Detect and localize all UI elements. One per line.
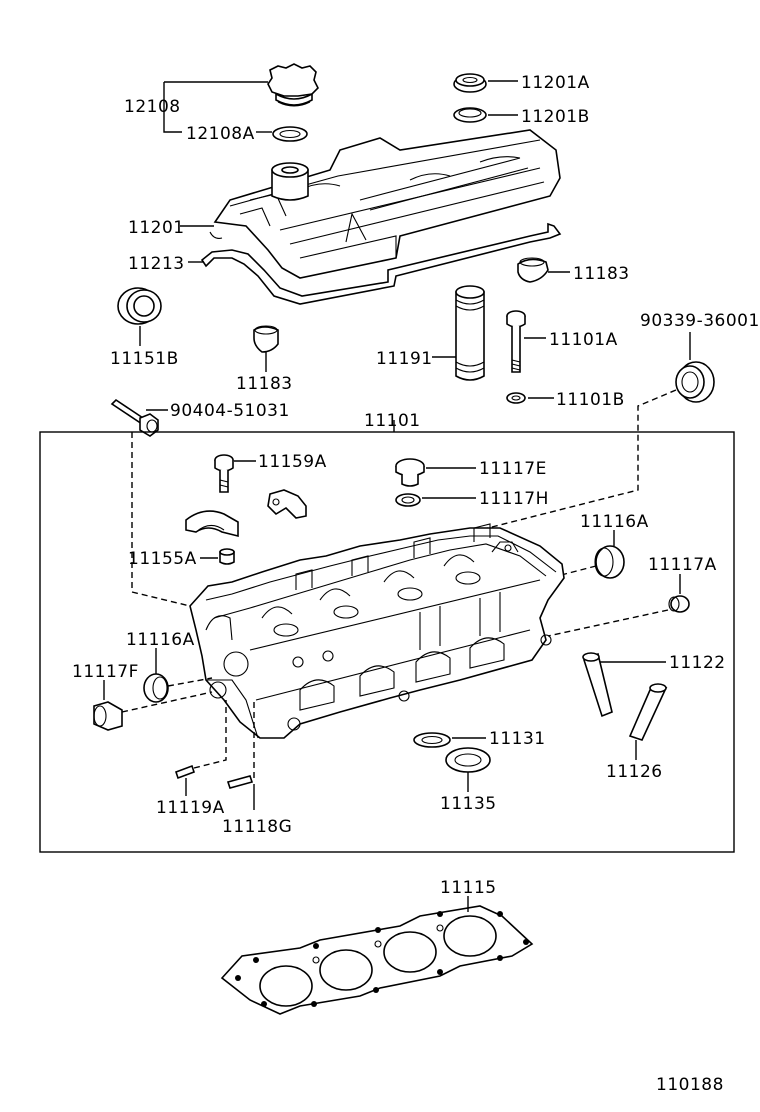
label-11126: 11126: [606, 762, 663, 782]
valve-guide-11122: [582, 652, 613, 718]
plug-11117E: [395, 458, 425, 487]
camshaft-bearing-cap-small: [267, 489, 307, 519]
seal-11131: [413, 732, 451, 748]
stud-bolt: [506, 310, 526, 373]
valve-guide-11126: [628, 683, 668, 741]
cylinder-head-gasket: [220, 905, 534, 1015]
label-11101A: 11101A: [549, 330, 618, 350]
plug-11117F: [93, 701, 123, 731]
label-11117A: 11117A: [648, 555, 717, 575]
label-90339-36001: 90339-36001: [640, 311, 760, 331]
grommet-11201B: [453, 107, 487, 123]
dash-11117F: [121, 691, 213, 713]
label-11116A-left: 11116A: [126, 630, 195, 650]
half-moon-seal-left: [253, 325, 279, 353]
valve-cover: [209, 129, 561, 279]
oil-filler-cap-gasket: [272, 126, 308, 142]
sensor-90404-51031: [110, 398, 159, 437]
bolt-11159A: [214, 454, 234, 493]
dash-11119A: [193, 700, 227, 769]
label-11115: 11115: [440, 878, 497, 898]
label-11122: 11122: [669, 653, 726, 673]
cylinder-head-assembly-frame: [39, 431, 735, 853]
half-moon-seal-right: [517, 257, 549, 283]
grommet-11201A: [453, 73, 487, 93]
leader-12108: [163, 81, 272, 133]
label-11151B: 11151B: [110, 349, 179, 369]
plug-11116A-right: [594, 545, 625, 579]
pin-11119A: [174, 764, 196, 780]
seal-90339-36001: [675, 361, 715, 403]
label-11213: 11213: [128, 254, 185, 274]
label-11201A: 11201A: [521, 73, 590, 93]
dash-90339: [479, 389, 677, 531]
pin-11155A: [219, 548, 235, 565]
pin-11118G: [226, 775, 254, 789]
diagram-id: 110188: [656, 1075, 724, 1095]
label-11117H: 11117H: [479, 489, 549, 509]
label-12108A: 12108A: [186, 124, 255, 144]
spark-plug-tube: [455, 285, 485, 381]
seal-11135: [445, 747, 491, 773]
label-11191: 11191: [376, 349, 433, 369]
label-11118G: 11118G: [222, 817, 292, 837]
label-11183-right: 11183: [573, 264, 630, 284]
camshaft-bearing-cap-large: [185, 510, 239, 538]
label-11116A-right: 11116A: [580, 512, 649, 532]
oil-filler-cap: [267, 63, 319, 107]
label-11201B: 11201B: [521, 107, 590, 127]
label-11159A: 11159A: [258, 452, 327, 472]
label-11183-left: 11183: [236, 374, 293, 394]
plug-11117A: [668, 595, 690, 613]
dash-11116A-left: [167, 677, 213, 687]
label-12108: 12108: [124, 97, 181, 117]
label-11155A: 11155A: [128, 549, 197, 569]
label-11119A: 11119A: [156, 798, 225, 818]
label-11117E: 11117E: [479, 459, 547, 479]
label-11101: 11101: [364, 411, 421, 431]
camshaft-oil-seal: [117, 287, 162, 325]
label-11101B: 11101B: [556, 390, 625, 410]
plug-11116A-left: [143, 673, 169, 703]
label-11131: 11131: [489, 729, 546, 749]
dash-11117A: [547, 609, 669, 637]
cylinder-head: [189, 523, 565, 739]
label-11201: 11201: [128, 218, 185, 238]
label-11135: 11135: [440, 794, 497, 814]
stud-washer: [506, 392, 526, 404]
dash-90404: [131, 432, 191, 607]
gasket-11117H: [395, 493, 421, 507]
label-11117F: 11117F: [72, 662, 139, 682]
valve-cover-gasket: [200, 222, 562, 305]
label-90404-51031: 90404-51031: [170, 401, 290, 421]
